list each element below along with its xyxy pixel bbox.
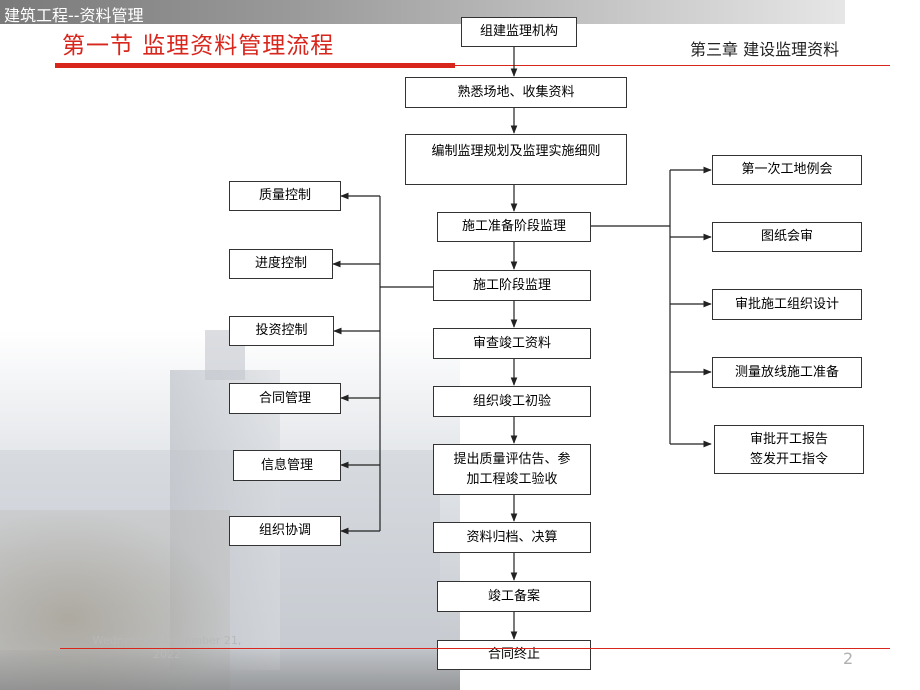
road — [0, 650, 460, 690]
node-right-5: 审批开工报告 签发开工指令 — [714, 425, 864, 474]
node-left-6: 组织协调 — [229, 516, 341, 546]
node-main-6: 审查竣工资料 — [433, 328, 591, 359]
node-main-8: 提出质量评估告、参加工程竣工验收 — [433, 444, 591, 495]
footer-date: Wednesday, December 21, 2022 — [92, 634, 242, 661]
node-main-4: 施工准备阶段监理 — [437, 212, 591, 242]
node-right-4: 测量放线施工准备 — [712, 357, 862, 388]
node-main-2: 熟悉场地、收集资料 — [405, 77, 627, 108]
node-left-5: 信息管理 — [233, 450, 341, 481]
node-main-11: 合同终止 — [437, 640, 591, 670]
title-underline-bar — [55, 63, 455, 68]
node-main-1: 组建监理机构 — [461, 17, 577, 47]
page-number: 2 — [843, 649, 854, 668]
top-banner: 建筑工程--资料管理 — [0, 0, 845, 25]
footer-line — [60, 648, 890, 649]
node-right-1: 第一次工地例会 — [712, 155, 862, 185]
node-main-3: 编制监理规划及监理实施细则 — [405, 134, 627, 185]
node-left-3: 投资控制 — [229, 316, 334, 346]
node-main-9: 资料归档、决算 — [433, 522, 591, 553]
node-main-7: 组织竣工初验 — [433, 386, 591, 417]
section-title: 第一节 监理资料管理流程 — [62, 33, 335, 59]
node-left-2: 进度控制 — [229, 249, 333, 279]
chapter-title: 第三章 建设监理资料 — [690, 40, 840, 59]
node-main-10: 竣工备案 — [437, 581, 591, 612]
node-right-3: 审批施工组织设计 — [712, 289, 862, 320]
node-left-1: 质量控制 — [229, 181, 341, 211]
title-underline-line — [455, 65, 890, 66]
banner-title: 建筑工程--资料管理 — [4, 6, 144, 25]
node-left-4: 合同管理 — [229, 383, 341, 414]
node-main-5: 施工阶段监理 — [433, 270, 591, 301]
node-right-2: 图纸会审 — [712, 222, 862, 252]
